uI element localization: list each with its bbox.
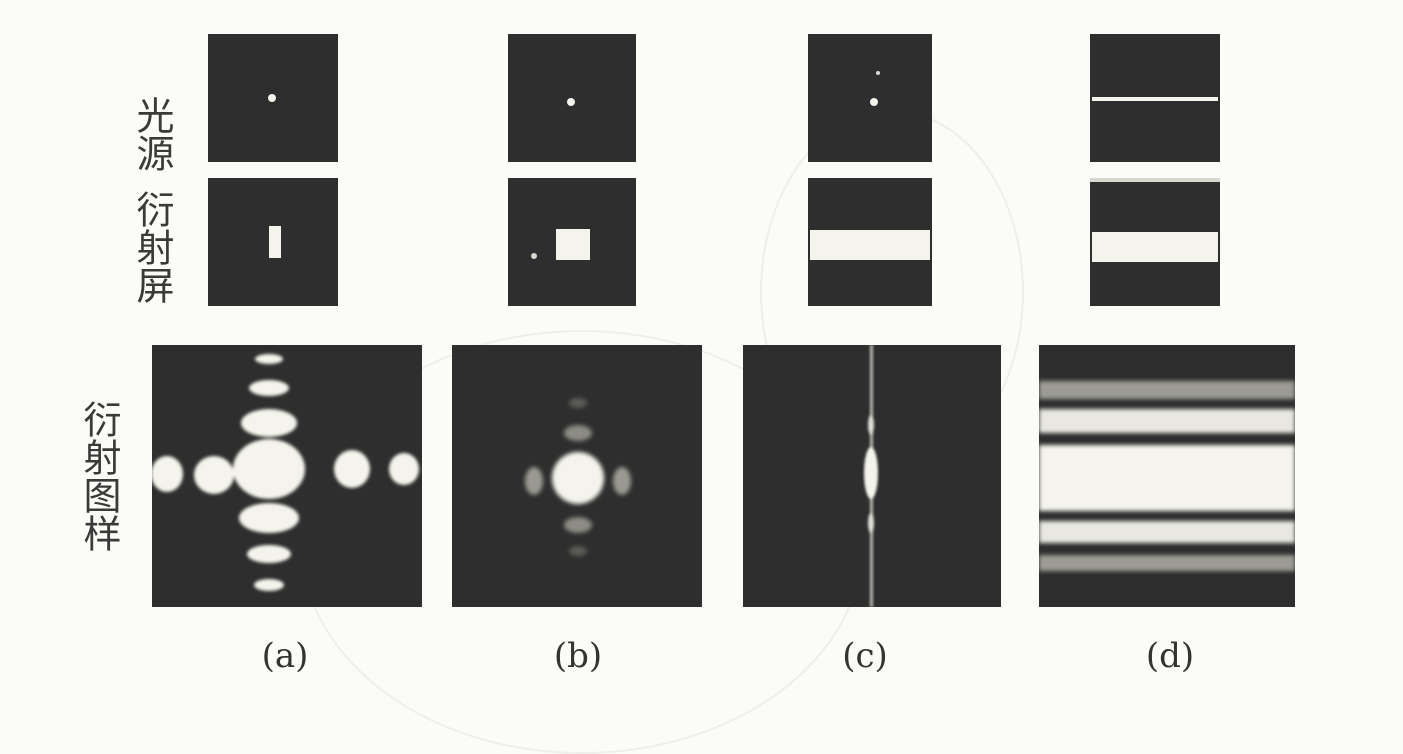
light-source-panel-c (808, 34, 932, 162)
row-label-diffraction-screen: 衍射屏 (130, 190, 174, 304)
diffraction-pattern-panel-b (452, 345, 702, 607)
point-source-image (268, 94, 276, 102)
caption-b: (b) (553, 636, 603, 676)
line-source-image (1092, 97, 1218, 101)
light-source-panel-a (208, 34, 338, 162)
diffraction-screen-panel-b (508, 178, 636, 306)
light-source-panel-b (508, 34, 636, 162)
caption-a: (a) (261, 636, 309, 676)
point-source-image (870, 71, 880, 106)
horizontal-fringe-diffraction-pattern-image (1039, 381, 1295, 571)
light-source-panel-d (1090, 34, 1220, 162)
caption-d: (d) (1145, 636, 1195, 676)
diffraction-screen-panel-a (208, 178, 338, 306)
caption-c: (c) (842, 636, 888, 676)
horizontal-slit-aperture-image (1090, 178, 1220, 262)
vertical-line-diffraction-pattern-image (864, 345, 878, 607)
vertical-rectangular-aperture-image (269, 226, 281, 258)
row-label-light-source: 光源 (130, 96, 174, 172)
diffraction-pattern-panel-a (152, 345, 422, 607)
cross-diffraction-pattern-image (152, 354, 419, 591)
diffraction-screen-panel-d (1090, 178, 1220, 306)
square-aperture-image (531, 229, 590, 260)
horizontal-slit-aperture-image (810, 230, 930, 260)
point-source-image (567, 98, 575, 106)
row-label-diffraction-pattern: 衍射图样 (77, 400, 121, 552)
diffraction-screen-panel-c (808, 178, 932, 306)
square-diffraction-pattern-image (525, 398, 631, 556)
diffraction-figure: 光源 衍射屏 衍射图样 (77, 34, 1295, 754)
diffraction-pattern-panel-d (1039, 345, 1295, 607)
diffraction-pattern-panel-c (743, 345, 1001, 607)
